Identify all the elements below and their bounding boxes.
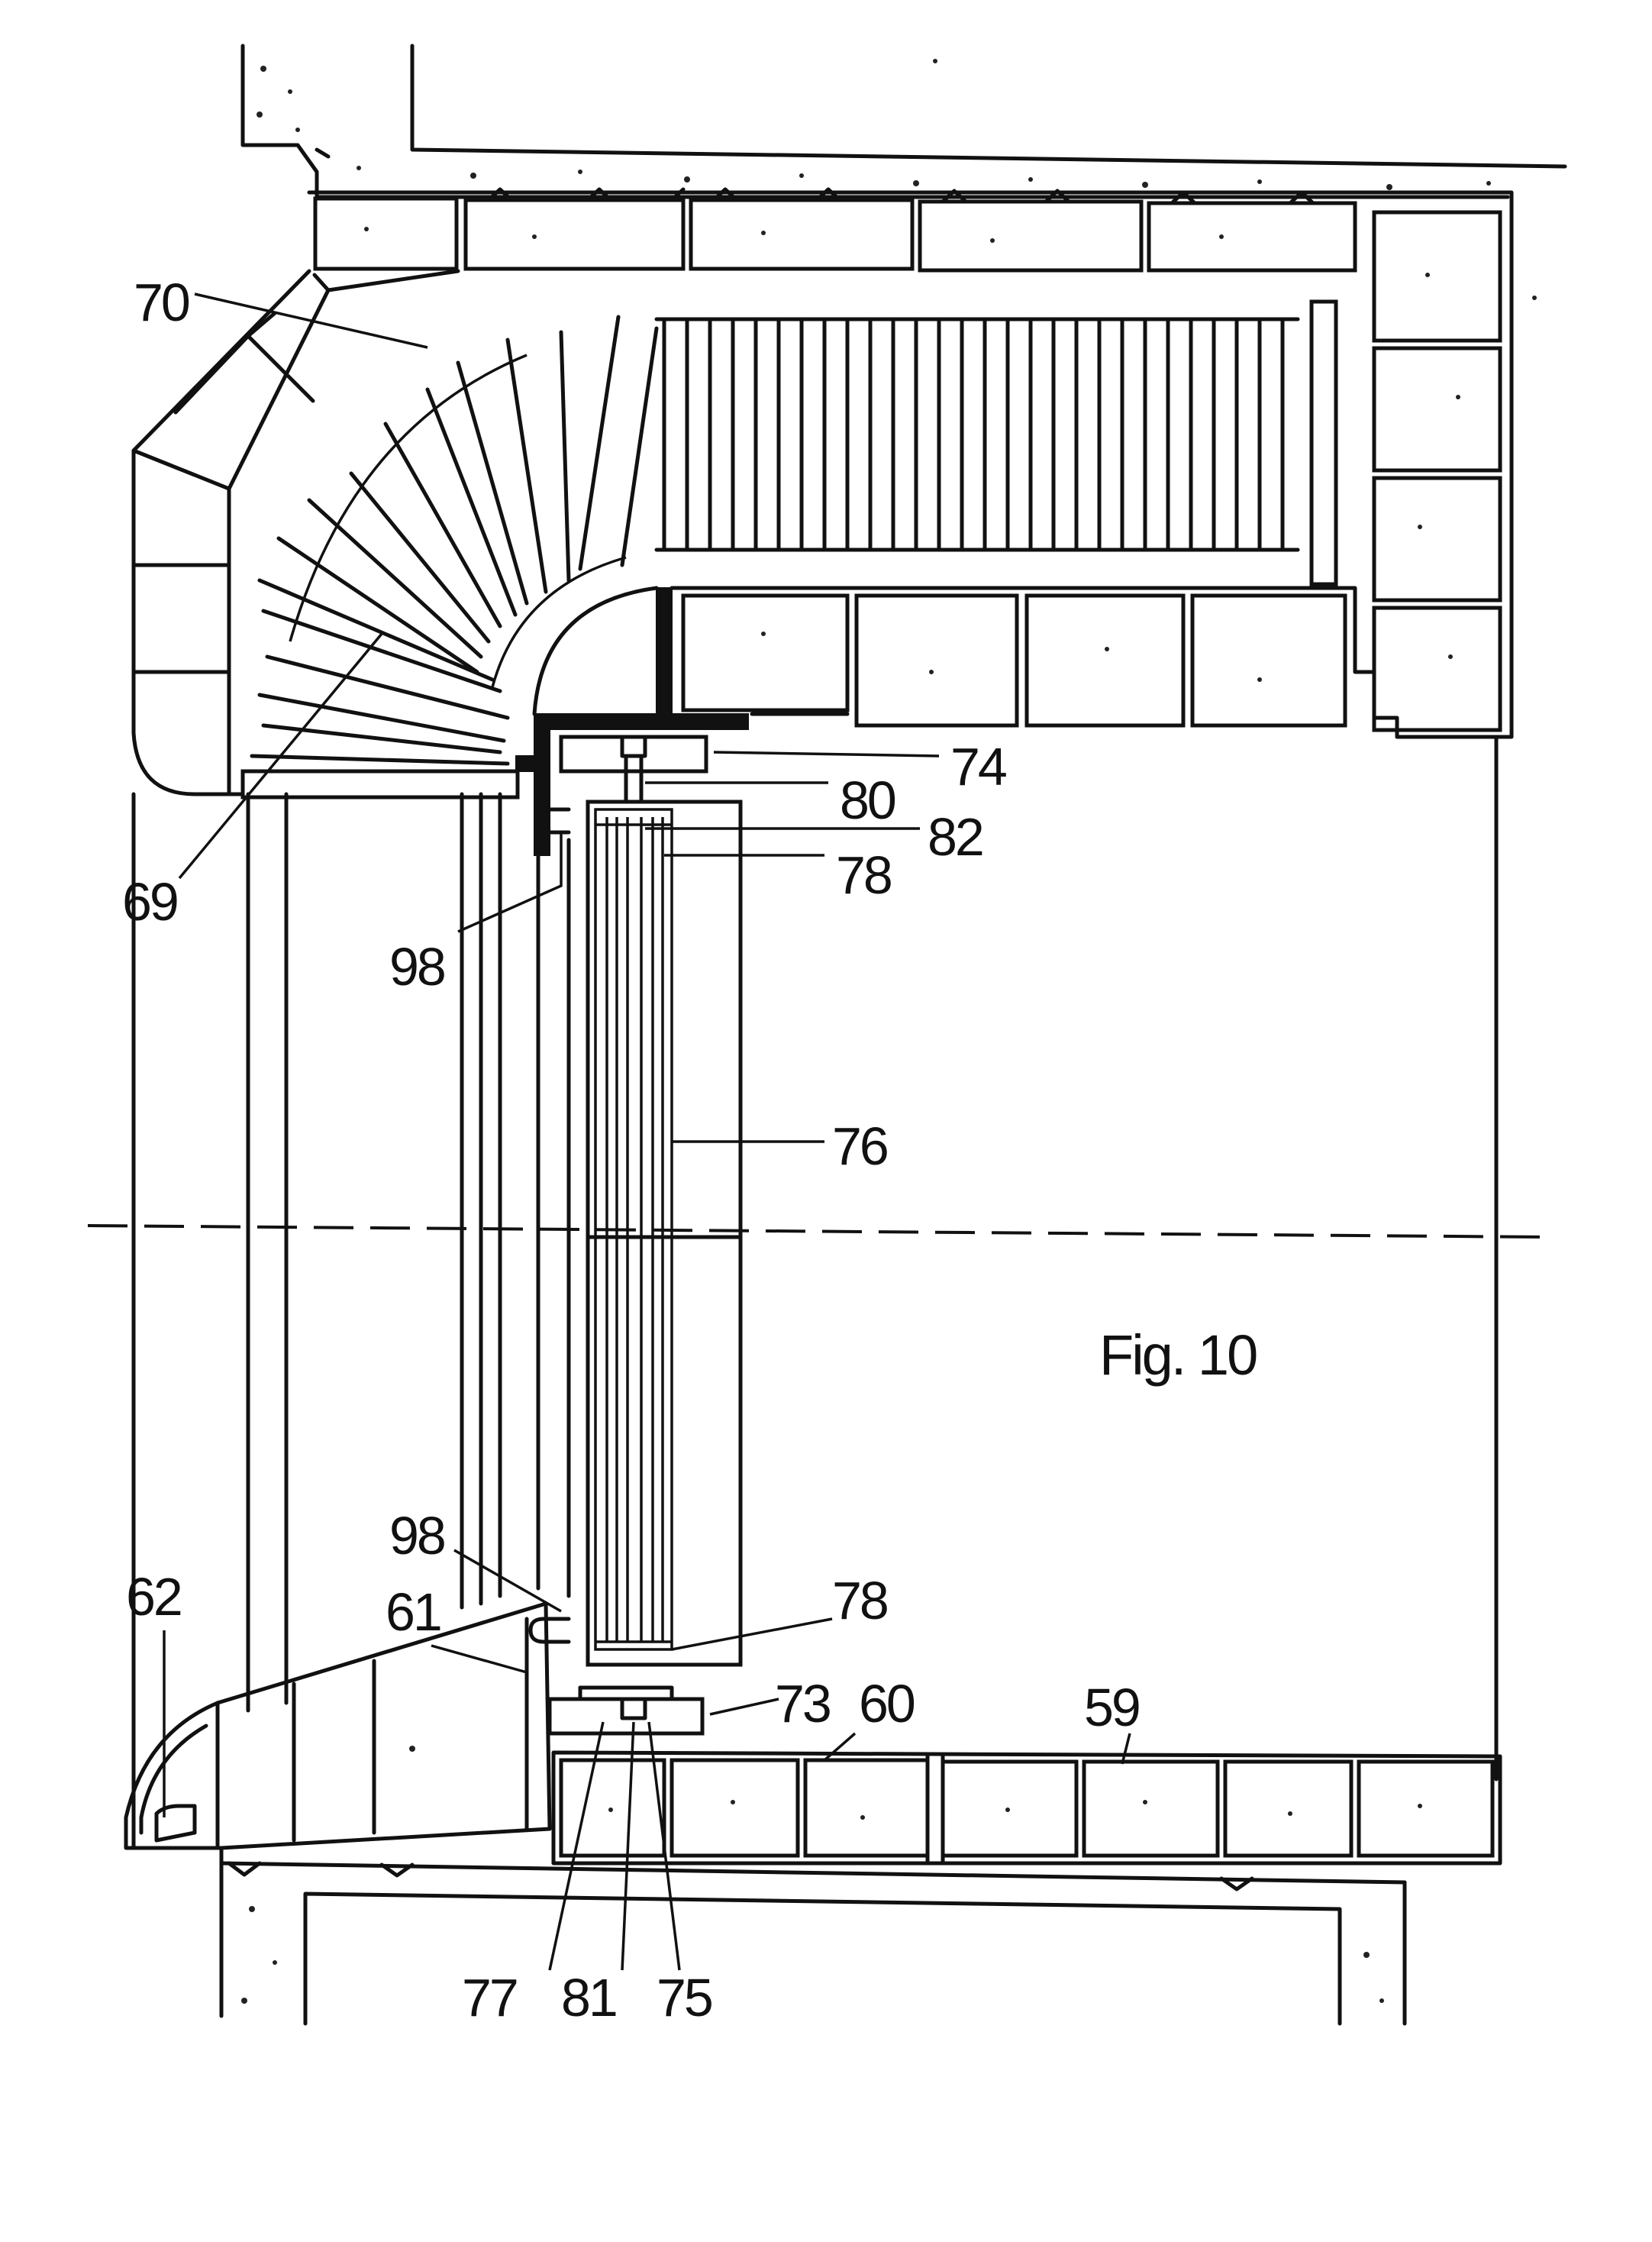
curved-slats	[252, 317, 657, 764]
lower-wall	[221, 1848, 1405, 2024]
label-78-lower: 78	[832, 1571, 887, 1630]
label-69: 69	[122, 872, 177, 932]
label-61: 61	[386, 1582, 440, 1642]
label-73: 73	[775, 1674, 830, 1733]
label-62: 62	[126, 1567, 181, 1627]
figure-caption: Fig. 10	[1099, 1323, 1257, 1387]
upper-wall	[243, 46, 1565, 197]
bottom-track	[550, 1688, 702, 1733]
label-81: 81	[561, 1968, 616, 2027]
label-76: 76	[832, 1116, 887, 1176]
break-line	[88, 1226, 1550, 1237]
straight-slats	[657, 302, 1336, 584]
label-98-upper: 98	[389, 937, 444, 997]
label-80: 80	[840, 770, 895, 830]
label-77: 77	[462, 1968, 517, 2027]
sill-profile	[126, 1604, 550, 1848]
label-82: 82	[928, 807, 982, 867]
left-frame-profile	[134, 271, 458, 794]
label-78-upper: 78	[836, 845, 891, 905]
bottom-insulation-row	[553, 1753, 1500, 1863]
label-74: 74	[950, 737, 1006, 796]
label-70: 70	[134, 273, 189, 332]
label-75: 75	[657, 1968, 711, 2027]
label-60: 60	[859, 1674, 915, 1733]
label-59: 59	[1084, 1678, 1139, 1737]
right-upper-blocks	[672, 588, 1397, 737]
label-98-lower: 98	[389, 1506, 444, 1565]
glazing-sash	[531, 802, 740, 1665]
